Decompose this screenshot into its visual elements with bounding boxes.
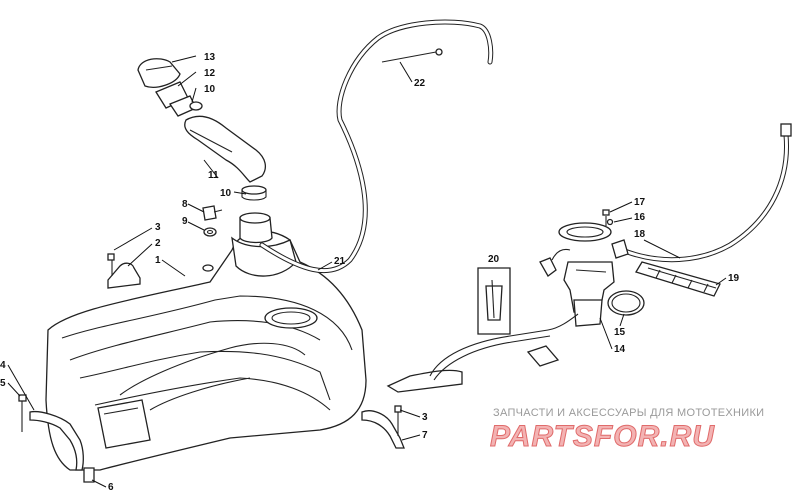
callout-10: 10 [204, 84, 216, 95]
callout-9: 9 [182, 216, 188, 227]
vent-valve-grommet [202, 205, 223, 237]
mounting-hardware [18, 253, 405, 483]
callout-18: 18 [634, 229, 646, 240]
callout-16: 16 [634, 212, 646, 223]
callout-6: 6 [108, 482, 114, 493]
watermark-tagline: ЗАПЧАСТИ И АКСЕССУАРЫ ДЛЯ МОТОТЕХНИКИ [493, 407, 764, 419]
vent-hose [259, 19, 494, 274]
callout-3-left: 3 [155, 222, 161, 233]
fuel-sender-harness [477, 267, 511, 335]
callout-4: 4 [0, 360, 6, 371]
callout-14: 14 [614, 344, 626, 355]
callout-1: 1 [155, 255, 161, 266]
callout-21: 21 [334, 256, 346, 267]
callout-15: 15 [614, 327, 626, 338]
callout-10-lower: 10 [220, 188, 232, 199]
callout-22: 22 [414, 78, 426, 89]
fuel-tank [45, 212, 367, 471]
callout-3-right: 3 [422, 412, 428, 423]
callout-19: 19 [728, 273, 740, 284]
callout-5: 5 [0, 378, 6, 389]
callout-11: 11 [208, 170, 219, 181]
callout-8: 8 [182, 199, 188, 210]
callout-12: 12 [204, 68, 216, 79]
fuel-line [611, 123, 792, 297]
callouts: 13 12 10 11 10 8 9 3 2 1 4 5 6 3 7 22 21… [0, 52, 740, 493]
filler-cap-assembly [137, 58, 267, 201]
callout-20: 20 [488, 254, 500, 265]
watermark-logo: PARTSFOR.RU [490, 420, 715, 453]
callout-13: 13 [204, 52, 216, 63]
callout-2: 2 [155, 238, 161, 249]
fuel-pump-assembly [386, 209, 645, 393]
callout-7: 7 [422, 430, 428, 441]
callout-17: 17 [634, 197, 646, 208]
watermark: ЗАПЧАСТИ И АКСЕССУАРЫ ДЛЯ МОТОТЕХНИКИ PA… [490, 407, 765, 454]
